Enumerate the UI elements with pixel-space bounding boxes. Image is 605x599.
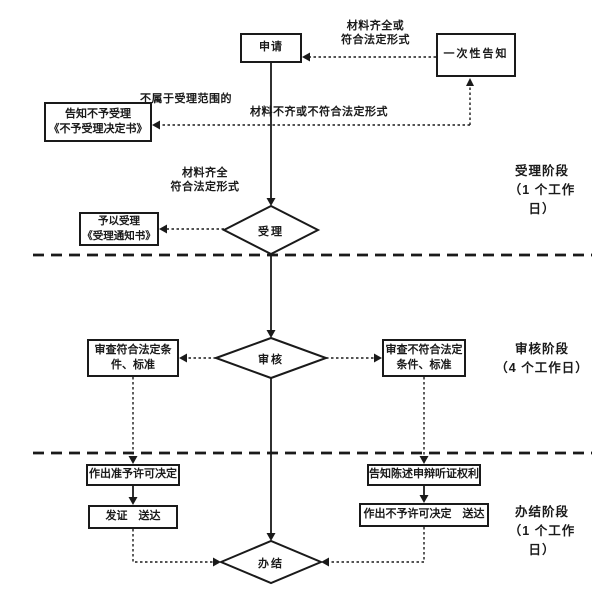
accept-diamond-label: 受理 <box>258 226 284 238</box>
stage-label-close: 办结阶段 （1 个工作 日） <box>494 503 590 559</box>
node-grant-decision: 作出准予许可决定 <box>86 464 180 486</box>
edge-label-complete-legal: 材料齐全 符合法定形式 <box>150 166 260 195</box>
stage-label-review: 审核阶段 （4 个工作日） <box>486 340 598 378</box>
node-accept-notice-line2: 《受理通知书》 <box>82 230 156 242</box>
node-hearing-rights: 告知陈述申辩听证权利 <box>367 464 481 486</box>
edge-label-complete-legal-line1: 材料齐全 <box>182 167 228 179</box>
accept-diamond-shape <box>221 204 321 256</box>
node-review-pass-line2: 件、标准 <box>111 359 155 371</box>
node-apply-label: 申请 <box>259 41 283 54</box>
node-reject-notice: 告知不予受理 《不予受理决定书》 <box>44 102 152 142</box>
stage-label-accept-line2: （1 个工作 <box>508 182 576 197</box>
stage-label-close-line3: 日） <box>528 542 556 557</box>
review-diamond-shape <box>213 336 329 380</box>
node-issue-deliver-label: 发证 送达 <box>105 510 161 523</box>
node-reject-notice-line1: 告知不予受理 <box>65 107 131 120</box>
node-reject-notice-line2: 《不予受理决定书》 <box>48 123 148 135</box>
node-deny-decision-label: 作出不予许可决定 送达 <box>363 508 485 521</box>
stage-label-review-line1: 审核阶段 <box>514 342 569 356</box>
stage-divider-lines <box>33 253 592 455</box>
edge-label-complete-or-legal: 材料齐全或 符合法定形式 <box>318 19 433 48</box>
finish-diamond-shape <box>218 539 324 585</box>
stage-label-close-line1: 办结阶段 <box>514 505 569 519</box>
node-review-pass-line1: 审查符合法定条 <box>94 343 172 356</box>
stage-label-review-line2: （4 个工作日） <box>495 360 589 375</box>
node-apply: 申请 <box>240 33 302 63</box>
node-accept-notice-line1: 予以受理 <box>98 215 140 228</box>
node-issue-deliver: 发证 送达 <box>88 505 178 529</box>
node-grant-decision-label: 作出准予许可决定 <box>89 468 177 481</box>
node-review-fail-line2: 条件、标准 <box>396 359 452 371</box>
stage-label-close-line2: （1 个工作 <box>508 523 576 538</box>
node-review-fail-line1: 审查不符合法定 <box>385 343 463 356</box>
edge-label-complete-or-legal-line1: 材料齐全或 <box>346 20 405 32</box>
node-accept-notice: 予以受理 《受理通知书》 <box>79 212 159 246</box>
edge-label-complete-or-legal-line2: 符合法定形式 <box>341 34 410 47</box>
stage-label-accept-line3: 日） <box>528 201 556 216</box>
node-one-time-notice-label: 一次性告知 <box>443 48 509 61</box>
dotted-connectors <box>132 56 471 563</box>
node-review-fail: 审查不符合法定 条件、标准 <box>382 339 466 377</box>
arrowheads <box>128 52 474 567</box>
node-one-time-notice: 一次性告知 <box>436 33 516 77</box>
edge-label-out-of-scope: 不属于受理范围的 <box>140 93 232 105</box>
edge-label-complete-legal-line2: 符合法定形式 <box>170 181 240 194</box>
stage-label-accept-line1: 受理阶段 <box>514 164 569 178</box>
edge-label-incomplete-or-illegal: 材料不齐或不符合法定形式 <box>250 106 388 118</box>
review-diamond-label: 审核 <box>258 354 284 366</box>
solid-connectors <box>132 63 425 534</box>
stage-label-accept: 受理阶段 （1 个工作 日） <box>494 162 590 218</box>
node-deny-decision: 作出不予许可决定 送达 <box>359 503 489 527</box>
finish-diamond-label: 办结 <box>258 558 284 570</box>
node-review-pass: 审查符合法定条 件、标准 <box>87 339 179 377</box>
decision-diamonds <box>213 204 329 585</box>
node-hearing-rights-label: 告知陈述申辩听证权利 <box>369 468 479 481</box>
